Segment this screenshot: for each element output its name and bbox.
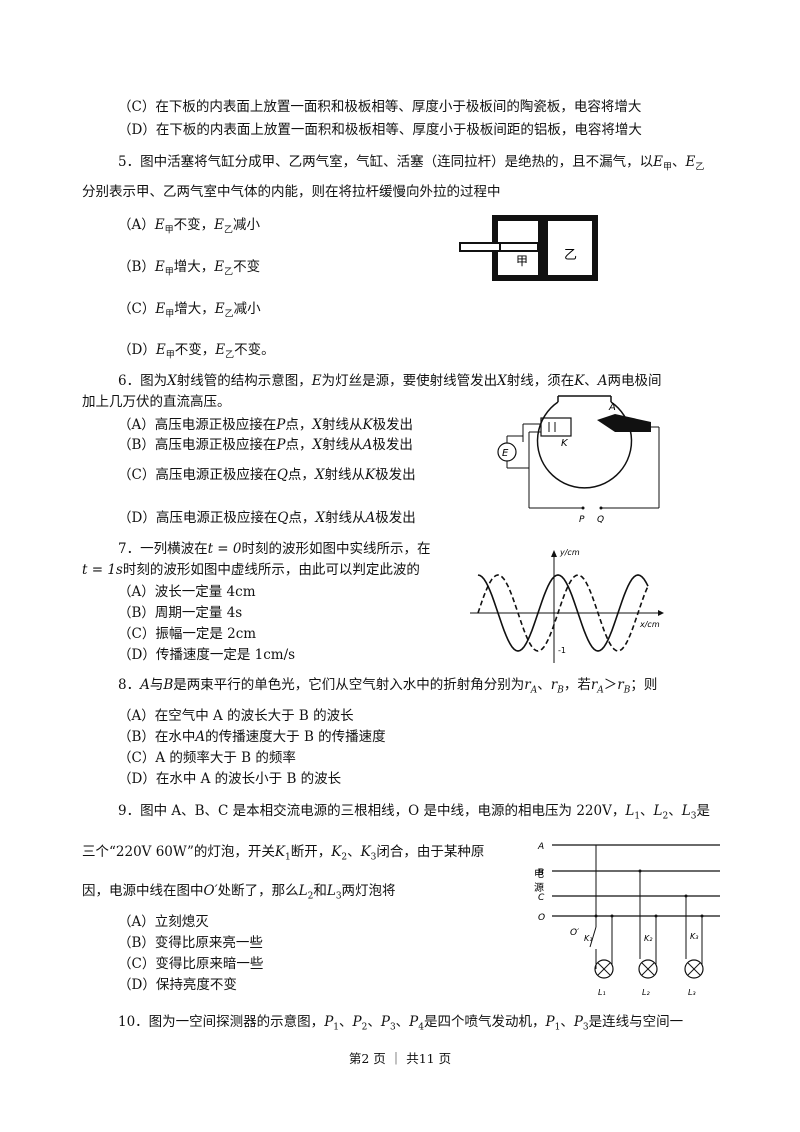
line-b-label: B (538, 868, 544, 878)
a-electrode-label: A (608, 402, 616, 413)
k1-label: K₁ (584, 934, 592, 943)
q5-option-a: （A）E甲不变，E乙减小 (118, 217, 260, 236)
q10-stem: 10．图为一空间探测器的示意图，P1、P2、P3、P4是四个喷气发动机，P1、P… (118, 1014, 684, 1033)
pull-rod (459, 242, 501, 252)
dashed-wave-t1 (477, 574, 649, 652)
break-point-label: O′ (570, 928, 579, 938)
lamp-l2-icon (638, 959, 658, 979)
amplitude-label: -1 (558, 646, 566, 655)
q-terminal-label: Q (597, 515, 604, 525)
q5-stem-line2: 分别表示甲、乙两气室中气体的内能，则在将拉杆缓慢向外拉的过程中 (82, 184, 501, 200)
q4-option-c: （C）在下板的内表面上放置一面积和极板相等、厚度小于极板间的陶瓷板，电容将增大 (118, 99, 642, 115)
cathode-cup (540, 417, 572, 437)
q5-option-b: （B）E甲增大，E乙不变 (118, 259, 261, 278)
p-terminal-label: P (579, 515, 585, 525)
source-label-yuan: 源 (534, 881, 544, 894)
switch-k1 (589, 926, 597, 948)
q9-stem-line3: 因，电源中线在图中O′处断了，那么L2和L3两灯泡将 (82, 883, 396, 902)
q9-option-d: （D）保持亮度不变 (118, 977, 237, 993)
terminal-p (581, 506, 585, 510)
q6-xray-tube-figure: K A E P Q (497, 395, 660, 525)
q8-option-c: （C）A 的频率大于 B 的频率 (118, 750, 296, 766)
q9-three-phase-figure: A B C O 电 源 O′ K₁ K₂ K₃ L₁ L₂ L₃ (534, 842, 720, 997)
q8-stem: 8．A与B是两束平行的单色光，它们从空气射入水中的折射角分别为rA、rB，若rA… (118, 677, 658, 696)
q5-option-c: （C）E甲增大，E乙减小 (118, 301, 261, 320)
q5-option-d: （D）E甲不变，E乙不变。 (118, 342, 275, 361)
line-c-label: C (538, 893, 545, 903)
l1-label: L₁ (598, 988, 606, 997)
q7-stem-line1: 7．一列横波在t = 0时刻的波形如图中实线所示，在 (118, 541, 431, 557)
q7-option-c: （C）振幅一定是 2cm (118, 626, 257, 642)
q5-cylinder-figure: 甲 乙 (459, 215, 598, 281)
k3-label: K₃ (690, 932, 698, 941)
q6-stem-line1: 6．图为X射线管的结构示意图，E为灯丝是源，要使射线管发出X射线，须在K、A两电… (118, 373, 662, 389)
q8-option-b: （B）在水中A的传播速度大于 B 的传播速度 (118, 729, 386, 745)
piston (538, 221, 548, 275)
q7-wave-figure: y/cm x/cm -1 (470, 548, 664, 663)
q9-option-a: （A）立刻熄灭 (118, 914, 209, 930)
chamber-yi-label: 乙 (564, 248, 577, 263)
q6-option-c: （C）高压电源正极应接在Q点，X射线从K极发出 (118, 467, 416, 483)
source-label-dian: 电 (534, 867, 544, 880)
solid-wave-t0 (477, 574, 649, 652)
page-footer: 第2 页 ｜ 共11 页 (348, 1051, 452, 1066)
k-electrode-label: K (561, 438, 569, 449)
q6-option-d: （D）高压电源正极应接在Q点，X射线从A极发出 (118, 510, 416, 526)
q9-stem-line2: 三个“220V 60W”的灯泡，开关K1断开，K2、K3闭合，由于某种原 (82, 844, 485, 863)
q6-stem-line2: 加上几万伏的直流高压。 (82, 394, 231, 410)
q7-option-d: （D）传播速度一定是 1cm/s (118, 647, 296, 663)
q7-option-a: （A）波长一定量 4cm (118, 584, 256, 600)
l2-label: L₂ (642, 988, 650, 997)
q6-option-a: （A）高压电源正极应接在P点，X射线从K极发出 (118, 417, 414, 433)
q8-option-a: （A）在空气中 A 的波长大于 B 的波长 (118, 708, 354, 724)
chamber-jia-label: 甲 (516, 254, 528, 268)
q9-option-b: （B）变得比原来亮一些 (118, 935, 263, 951)
q4-option-d: （D）在下板的内表面上放置一面积和极板相等、厚度小于极板间距的铝板，电容将增大 (118, 122, 642, 138)
l3-label: L₃ (688, 988, 696, 997)
lamp-l1-icon (594, 959, 614, 979)
line-o-label: O (538, 913, 545, 923)
q5-stem-line1: 5．图中活塞将气缸分成甲、乙两气室，气缸、活塞（连同拉杆）是绝热的，且不漏气，以… (118, 154, 705, 173)
pull-rod-inner (499, 242, 539, 252)
y-axis-label: y/cm (559, 548, 580, 557)
q7-option-b: （B）周期一定量 4s (118, 605, 243, 621)
k2-label: K₂ (644, 934, 653, 943)
q6-option-b: （B）高压电源正极应接在P点，X射线从A极发出 (118, 437, 413, 453)
anode-target (597, 414, 651, 432)
q7-stem-line2: t = 1s时刻的波形如图中虚线所示，由此可以判定此波的 (82, 562, 420, 578)
q8-option-d: （D）在水中 A 的波长小于 B 的波长 (118, 771, 342, 787)
q9-stem-line1: 9．图中 A、B、C 是本相交流电源的三根相线，O 是中线，电源的相电压为 22… (118, 803, 710, 822)
x-axis-label: x/cm (639, 620, 660, 629)
q9-option-c: （C）变得比原来暗一些 (118, 956, 264, 972)
line-a-label: A (537, 842, 544, 852)
e-source-label: E (502, 448, 509, 459)
terminal-q (599, 506, 603, 510)
lamp-l3-icon (684, 959, 704, 979)
